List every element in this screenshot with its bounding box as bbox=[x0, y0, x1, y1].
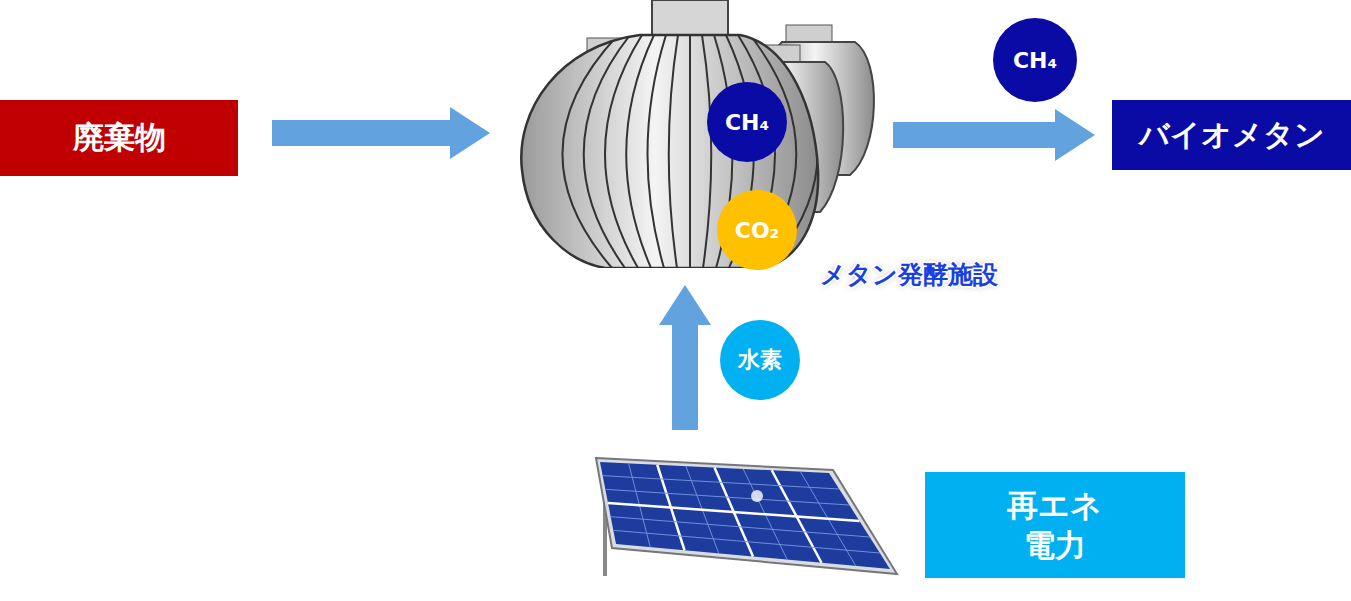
box-label: 再エネ 電力 bbox=[1004, 485, 1106, 566]
circle-label: CH₄ bbox=[1013, 48, 1057, 73]
box-label: 廃棄物 bbox=[73, 117, 166, 159]
flow-arrow bbox=[272, 107, 490, 159]
flow-arrow bbox=[893, 109, 1095, 161]
input-box: 廃棄物 bbox=[0, 100, 238, 176]
circle-label: CO₂ bbox=[735, 218, 779, 243]
gas-circle: CH₄ bbox=[993, 18, 1077, 102]
circle-label: 水素 bbox=[738, 345, 782, 375]
panel-grid bbox=[603, 463, 880, 566]
tank-illustration bbox=[520, 0, 880, 268]
gas-circle: CO₂ bbox=[717, 190, 797, 270]
facility-heading: メタン発酵施設 bbox=[820, 258, 998, 291]
box-label: バイオメタン bbox=[1139, 115, 1325, 156]
panel-cells bbox=[600, 462, 890, 569]
digester-tank: メタン発酵施設CH₄CO₂ bbox=[520, 0, 880, 268]
circle-label: CH₄ bbox=[725, 110, 769, 135]
output-box: バイオメタン bbox=[1112, 100, 1351, 170]
panel-glint bbox=[751, 490, 763, 502]
flow-arrow bbox=[659, 285, 711, 430]
label-box: 再エネ 電力 bbox=[925, 472, 1185, 578]
gas-circle: CH₄ bbox=[707, 82, 787, 162]
gas-circle: 水素 bbox=[720, 320, 800, 400]
panel-frame bbox=[596, 458, 897, 574]
power-source: 再エネ 電力 bbox=[590, 455, 1190, 580]
